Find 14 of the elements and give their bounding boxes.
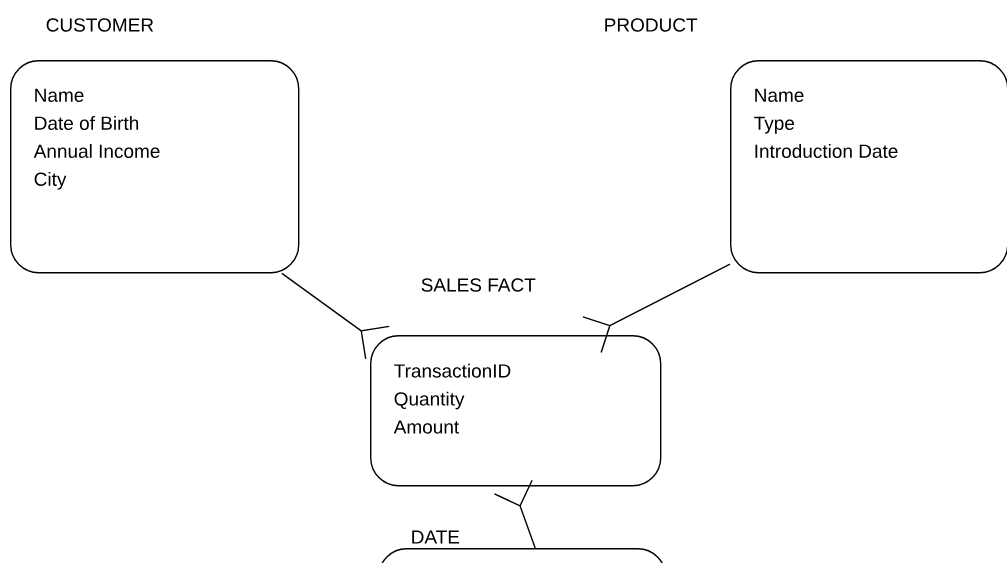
node-label: City (34, 172, 67, 190)
node-label: Date of Birth (35, 116, 139, 130)
crow-foot-connector (493, 479, 536, 549)
entity-title: DATE (412, 530, 460, 544)
crow-foot-connector (582, 263, 731, 354)
entity-box: Name Type Introduction Date (730, 60, 1007, 274)
entity-box: Name Date of Birth Annual Income City (10, 60, 300, 274)
crow-foot-connector (281, 272, 390, 360)
entity-box: TransactionID Quantity Amount (370, 335, 662, 487)
entity-title: CUSTOMER (46, 18, 154, 32)
node-label: Annual Income (33, 144, 160, 158)
entity-title: PRODUCT (605, 18, 698, 32)
entity-title: SALES FACT (421, 278, 536, 292)
node-label: Name (35, 88, 84, 102)
